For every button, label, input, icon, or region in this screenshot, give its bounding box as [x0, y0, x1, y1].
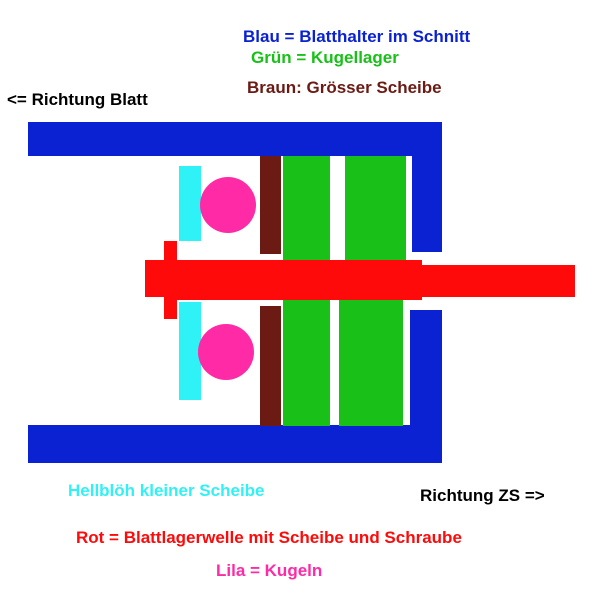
small-washer-top — [179, 166, 201, 241]
legend-red-label: Rot = Blattlagerwelle mit Scheibe und Sc… — [76, 528, 462, 547]
shaft-screw-head — [145, 260, 165, 297]
legend-magenta-label: Lila = Kugeln — [216, 561, 322, 580]
small-washer-bottom — [179, 302, 201, 400]
balls — [198, 177, 256, 380]
ball-bearings — [283, 156, 406, 426]
bearing-top-right — [345, 156, 406, 260]
bearing-bottom-left — [283, 300, 330, 426]
legend-brown-label: Braun: Grösser Scheibe — [247, 78, 442, 97]
blade-holder-bottom-bar — [28, 425, 442, 463]
ball-bottom — [198, 324, 254, 380]
blade-holder-top-bar — [28, 122, 442, 156]
blade-holder-section — [28, 122, 442, 463]
large-washer-bottom — [260, 306, 281, 426]
legend-green-label: Grün = Kugellager — [251, 48, 399, 67]
small-washers — [179, 166, 201, 400]
direction-blade-label: <= Richtung Blatt — [7, 90, 148, 109]
large-washers — [260, 156, 281, 426]
large-washer-top — [260, 156, 281, 254]
blade-holder-right-lower — [410, 310, 442, 463]
bearing-top-left — [283, 156, 330, 260]
legend-cyan-label: Hellblöh kleiner Scheibe — [68, 481, 265, 500]
bearing-shaft-assembly — [145, 241, 575, 319]
shaft-main — [164, 265, 575, 297]
direction-zs-label: Richtung ZS => — [420, 486, 545, 505]
blade-holder-right-upper — [412, 122, 442, 252]
bearing-bottom-right — [339, 300, 403, 426]
ball-top — [200, 177, 256, 233]
legend-blue-label: Blau = Blatthalter im Schnitt — [243, 27, 471, 46]
